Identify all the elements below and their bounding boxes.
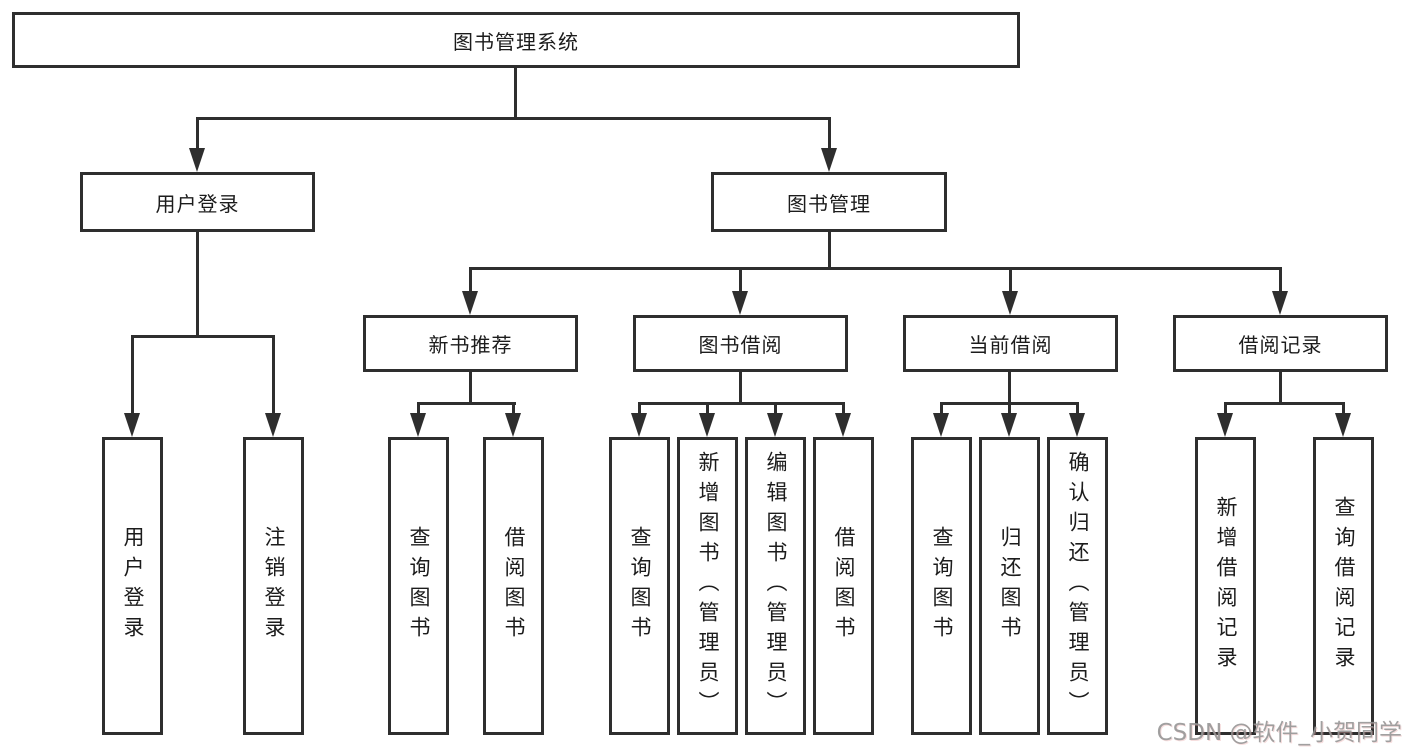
node-borrowing-records-label: 借阅记录 [1238,333,1323,357]
connector-user-login-stem [196,232,199,338]
arrow-down-icon [1001,413,1017,437]
arrow-down-icon [1002,291,1018,315]
arrow-down-icon [410,413,426,437]
connector-records-hline [1224,402,1345,405]
connector-new-book-hline [417,402,516,405]
arrow-down-icon [699,413,715,437]
connector-new-book-stem [469,372,472,405]
connector-to-book-mgmt [828,117,831,151]
connector-leaf-stem [1342,402,1345,416]
leaf-borrow-books-recommend-label: 借阅图书 [502,526,526,646]
leaf-query-books-borrowing-label: 查询图书 [628,526,652,646]
leaf-confirm-return-admin: 确认归还（管理员） [1047,437,1108,735]
connector-leaf-stem [706,402,709,416]
arrow-down-icon [189,148,205,172]
node-current-borrowing-label: 当前借阅 [968,333,1053,357]
connector-records-stem [1279,372,1282,405]
arrow-down-icon [732,291,748,315]
leaf-query-books-borrowing: 查询图书 [609,437,670,735]
arrow-down-icon [1272,291,1288,315]
leaf-query-books-current-label: 查询图书 [930,526,954,646]
connector-leaf-stem [417,402,420,416]
connector-leaf-stem [842,402,845,416]
leaf-logout-label: 注销登录 [262,526,286,646]
connector-book-mgmt-stem [828,232,831,270]
leaf-add-books-admin: 新增图书（管理员） [677,437,738,735]
connector-to-user-login [196,117,199,151]
connector-to-leaf-login [131,335,134,417]
node-current-borrowing: 当前借阅 [903,315,1118,372]
node-borrowing-records: 借阅记录 [1173,315,1388,372]
connector-current-stem [1008,372,1011,405]
node-book-mgmt: 图书管理 [711,172,947,232]
connector-user-login-hline [131,335,275,338]
arrow-down-icon [265,413,281,437]
leaf-edit-books-admin: 编辑图书（管理员） [745,437,806,735]
leaf-user-login-label: 用户登录 [121,526,145,646]
csdn-watermark: CSDN @软件_小贺同学 [1156,720,1402,746]
connector-leaf-stem [940,402,943,416]
leaf-query-books-recommend-label: 查询图书 [407,526,431,646]
node-new-book-recommend-label: 新书推荐 [428,333,513,357]
arrow-down-icon [1335,413,1351,437]
leaf-confirm-return-admin-label: 确认归还（管理员） [1066,451,1090,721]
leaf-query-books-current: 查询图书 [911,437,972,735]
leaf-edit-books-admin-label: 编辑图书（管理员） [764,451,788,721]
node-book-mgmt-label: 图书管理 [787,191,871,216]
connector-leaf-stem [638,402,641,416]
arrow-down-icon [505,413,521,437]
connector-leaf-stem [1076,402,1079,416]
arrow-down-icon [933,413,949,437]
node-root-label: 图书管理系统 [453,29,579,54]
connector-to-records [1279,267,1282,293]
connector-root-stem [514,68,517,120]
leaf-borrow-books-label: 借阅图书 [832,526,856,646]
arrow-down-icon [631,413,647,437]
node-root-library-system: 图书管理系统 [12,12,1020,68]
connector-leaf-stem [512,402,515,416]
arrow-down-icon [124,413,140,437]
arrow-down-icon [835,413,851,437]
arrow-down-icon [462,291,478,315]
connector-root-hline [196,117,831,120]
leaf-return-books: 归还图书 [979,437,1040,735]
connector-to-current [1009,267,1012,293]
connector-borrowing-hline [638,402,845,405]
connector-leaf-stem [1008,402,1011,416]
connector-leaf-stem [774,402,777,416]
node-book-borrowing-label: 图书借阅 [698,333,783,357]
leaf-borrow-books: 借阅图书 [813,437,874,735]
arrow-down-icon [821,148,837,172]
leaf-logout: 注销登录 [243,437,304,735]
leaf-borrow-books-recommend: 借阅图书 [483,437,544,735]
leaf-add-borrow-record-label: 新增借阅记录 [1214,496,1238,676]
arrow-down-icon [767,413,783,437]
connector-borrowing-stem [739,372,742,405]
connector-to-leaf-logout [272,335,275,417]
node-user-login: 用户登录 [80,172,315,232]
connector-to-borrowing [739,267,742,293]
leaf-return-books-label: 归还图书 [998,526,1022,646]
connector-book-mgmt-hline [469,267,1282,270]
node-book-borrowing: 图书借阅 [633,315,848,372]
leaf-query-borrow-record: 查询借阅记录 [1313,437,1374,735]
leaf-query-borrow-record-label: 查询借阅记录 [1332,496,1356,676]
leaf-add-books-admin-label: 新增图书（管理员） [696,451,720,721]
node-new-book-recommend: 新书推荐 [363,315,578,372]
leaf-query-books-recommend: 查询图书 [388,437,449,735]
leaf-user-login: 用户登录 [102,437,163,735]
connector-leaf-stem [1224,402,1227,416]
arrow-down-icon [1217,413,1233,437]
leaf-add-borrow-record: 新增借阅记录 [1195,437,1256,735]
node-user-login-label: 用户登录 [155,191,240,216]
connector-to-new-book [469,267,472,293]
arrow-down-icon [1069,413,1085,437]
